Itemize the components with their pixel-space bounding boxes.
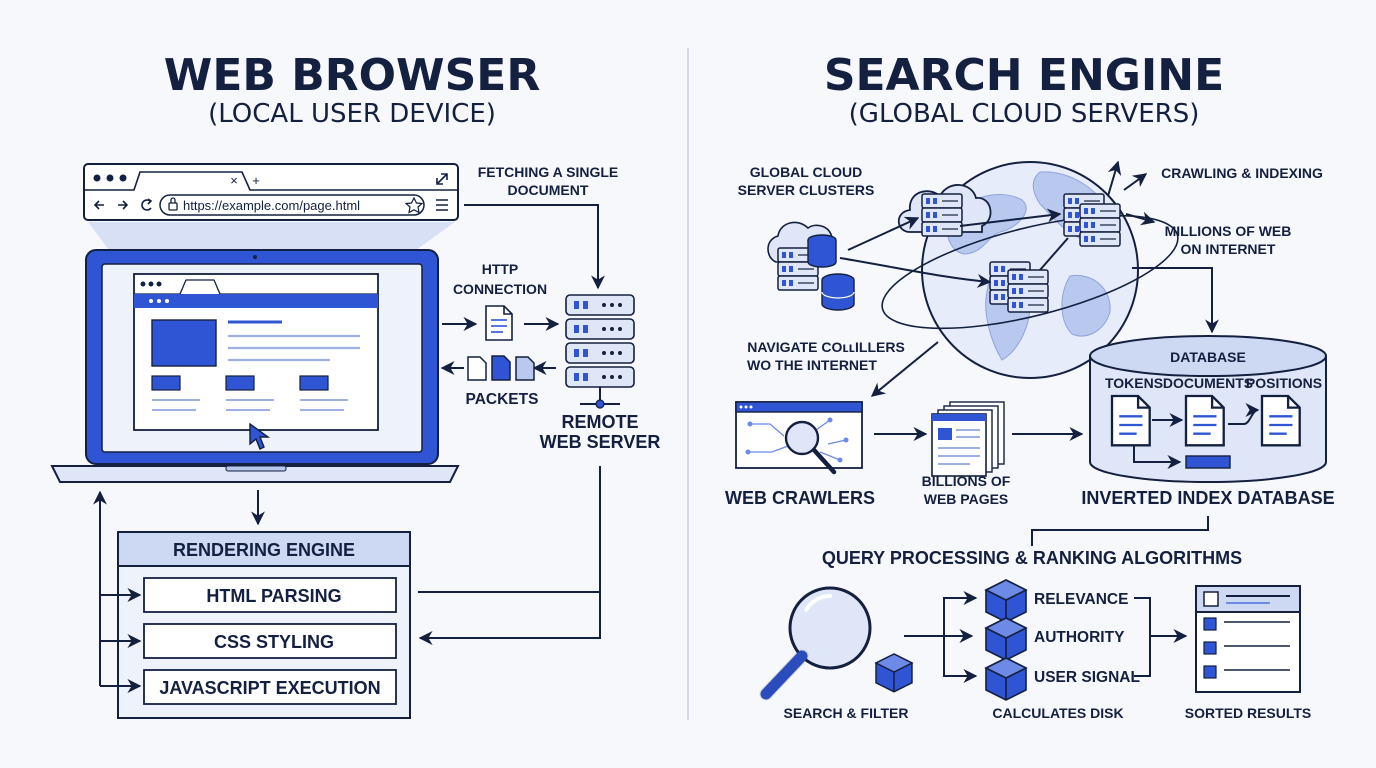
to-user-signal-arrow (943, 636, 978, 683)
window-dot-icon (106, 174, 114, 182)
crawl-arrow (1125, 211, 1156, 226)
cluster-link-arrow (839, 257, 992, 288)
back-icon[interactable] (93, 200, 104, 210)
window-dot-icon (119, 174, 127, 182)
cloud-link-arrow (1039, 237, 1069, 271)
http-document-icon (485, 305, 513, 341)
browser-window: × + https://example.com/page.html (83, 163, 459, 221)
bookmark-star-icon[interactable] (404, 196, 424, 214)
address-url[interactable]: https://example.com/page.html (183, 198, 360, 213)
billions-label-line2: WEB PAGES (924, 491, 1009, 507)
server-label-line2: WEB SERVER (540, 432, 661, 452)
laptop (50, 249, 460, 483)
clusters-label-line1: GLOBAL CLOUD (750, 164, 863, 180)
right-title: SEARCH ENGINE (824, 50, 1224, 101)
server-rack-icon (1007, 269, 1049, 313)
step-javascript-execution: JAVASCRIPT EXECUTION (159, 678, 380, 698)
server-cluster-icon (767, 221, 855, 311)
user-signal-label: USER SIGNAL (1034, 669, 1140, 686)
http-label-line1: HTTP (482, 261, 519, 277)
reload-icon[interactable] (141, 198, 153, 211)
inverted-index-label: INVERTED INDEX DATABASE (1081, 488, 1334, 508)
web-crawlers-label: WEB CRAWLERS (725, 488, 875, 508)
right-subtitle: (GLOBAL CLOUD SERVERS) (849, 99, 1200, 129)
packets-label: PACKETS (466, 391, 539, 408)
cloud-link-arrow (959, 208, 1062, 227)
packet-icon (515, 356, 535, 381)
cursor-icon (249, 422, 271, 450)
crawl-arrow (1107, 160, 1122, 197)
web-pages-icon (931, 401, 1005, 477)
fetching-label-line2: DOCUMENT (508, 182, 589, 198)
navigate-arrow (870, 341, 939, 397)
to-database-arrow (1132, 267, 1219, 334)
lock-icon (168, 202, 178, 211)
new-tab-icon[interactable]: + (252, 173, 260, 188)
navigate-label-line2: WO THE INTERNET (747, 357, 877, 373)
http-label-line2: CONNECTION (453, 281, 547, 297)
packet-icon (467, 356, 487, 381)
calculates-label: CALCULATES DISK (992, 705, 1123, 721)
inverted-index-database: DATABASE TOKENS DOCUMENTS POSITIONS (1089, 335, 1327, 483)
left-subtitle: (LOCAL USER DEVICE) (208, 99, 496, 129)
menu-icon[interactable] (436, 199, 448, 211)
ranking-bracket (1134, 597, 1151, 677)
search-filter-label: SEARCH & FILTER (784, 705, 909, 721)
remote-server-icon (565, 294, 635, 409)
search-filter-icon (759, 586, 913, 701)
expand-icon[interactable] (436, 173, 448, 185)
step-html-parsing: HTML PARSING (206, 586, 341, 606)
navigate-label-line1: NAVIGATE CO⁠ʟʟILLERS (747, 339, 905, 355)
documents-label: DOCUMENTS (1163, 375, 1253, 391)
user-signal-cube-icon (985, 657, 1027, 701)
billions-label-line1: BILLIONS OF (922, 473, 1011, 489)
server-label-line1: REMOTE (561, 412, 638, 432)
fetching-label-line1: FETCHING A SINGLE (478, 164, 619, 180)
millions-label-line2: ON INTERNET (1181, 241, 1276, 257)
relevance-cube-icon (985, 579, 1027, 623)
millions-label-line1: MILLIONS OF WEB (1165, 223, 1292, 239)
forward-icon[interactable] (118, 200, 129, 210)
packet-icon (491, 355, 511, 381)
relevance-label: RELEVANCE (1034, 591, 1128, 608)
clusters-label-line2: SERVER CLUSTERS (738, 182, 875, 198)
tab-close-icon[interactable]: × (230, 173, 238, 188)
authority-cube-icon (985, 617, 1027, 661)
address-bar[interactable] (159, 194, 425, 216)
left-title: WEB BROWSER (164, 50, 540, 101)
server-to-css-arrow (418, 592, 601, 645)
tokens-label: TOKENS (1105, 375, 1163, 391)
positions-label: POSITIONS (1246, 375, 1322, 391)
authority-label: AUTHORITY (1034, 629, 1125, 646)
server-rack-icon (1079, 203, 1121, 247)
rendering-engine-title: RENDERING ENGINE (173, 540, 355, 560)
crawling-label: CRAWLING & INDEXING (1161, 165, 1323, 181)
step-css-styling: CSS STYLING (214, 632, 334, 652)
crawl-arrow (1123, 173, 1148, 191)
cluster-link-arrow (847, 216, 920, 251)
database-label: DATABASE (1170, 349, 1246, 365)
server-to-engine-line (418, 466, 601, 593)
window-dot-icon (93, 174, 101, 182)
to-relevance-arrow (943, 591, 978, 636)
db-to-query-line (1031, 516, 1209, 546)
sorted-results-label: SORTED RESULTS (1185, 705, 1312, 721)
query-processing-label: QUERY PROCESSING & RANKING ALGORITHMS (822, 548, 1242, 568)
fetch-arrow (464, 204, 605, 290)
rendering-engine: RENDERING ENGINE HTML PARSING CSS STYLIN… (117, 531, 411, 719)
cloud-server-icon (897, 184, 992, 237)
web-crawler-icon (735, 401, 863, 475)
sorted-results-list (1195, 585, 1301, 693)
